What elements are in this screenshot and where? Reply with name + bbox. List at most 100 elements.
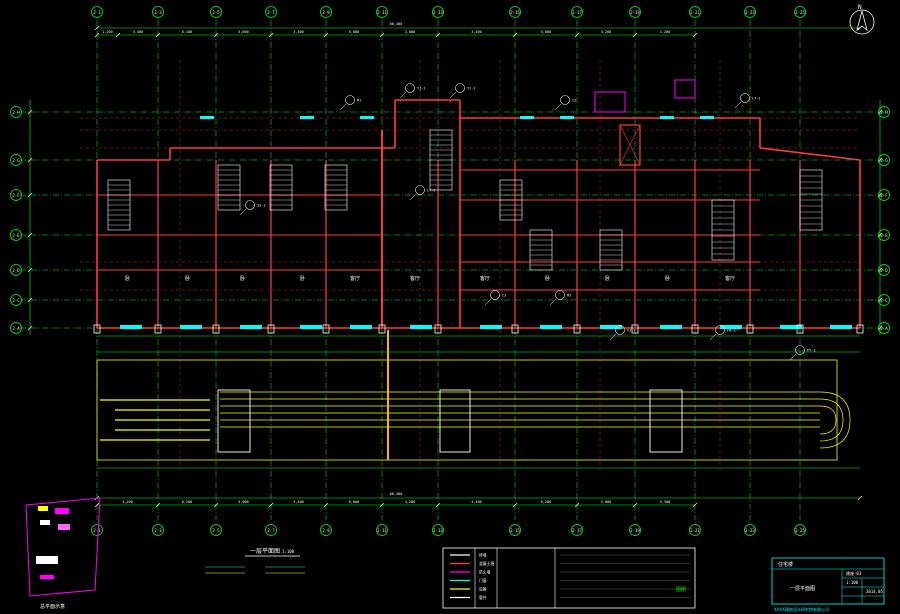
- column: [796, 324, 804, 334]
- axis-bubble-bottom: [376, 524, 388, 536]
- window: [660, 325, 682, 329]
- axis-bubble-bottom: [629, 524, 641, 536]
- dim-tick: [213, 32, 219, 38]
- dim-tick: [512, 502, 518, 508]
- axis-bubble-right: [878, 264, 890, 276]
- dim-tick: [632, 502, 638, 508]
- dim-text: 5,600: [541, 30, 552, 34]
- room-label: 客厅: [410, 275, 420, 282]
- dim-text: 3,600: [238, 30, 249, 34]
- axis-bubble-bottom-label: 2-21: [690, 528, 700, 533]
- room-label: 卧: [605, 275, 610, 282]
- dim-text: 5,800: [601, 500, 612, 504]
- window: [700, 116, 714, 119]
- dim-text: 6,100: [182, 30, 193, 34]
- dim-tick: [323, 502, 329, 508]
- dim-tick: [268, 32, 274, 38]
- axis-bubble-top-label: 2-15: [510, 10, 520, 15]
- callout-bubble: [560, 95, 570, 105]
- paving-curve: [819, 391, 851, 449]
- column: [691, 324, 699, 334]
- dim-tick: [94, 25, 100, 31]
- dim-text: 1,200: [660, 30, 671, 34]
- column: [631, 324, 639, 334]
- callout-bubble: [405, 83, 415, 93]
- callout-leader: [734, 101, 742, 109]
- planter: [217, 389, 251, 453]
- callout-label: M1: [357, 99, 361, 103]
- axis-bubble-left-label: 2-A: [12, 326, 20, 331]
- axis-bubble-top-label: 2-25: [795, 10, 805, 15]
- axis-bubble-top-label: 2-17: [572, 10, 582, 15]
- planter: [439, 389, 471, 453]
- dim-tick: [27, 325, 33, 331]
- axis-bubble-top-label: 2-23: [745, 10, 755, 15]
- legend-row-label: 管井: [479, 595, 487, 600]
- legend-row-label: 防火墙: [479, 570, 491, 575]
- callout-bubble: [615, 325, 625, 335]
- room-label: 卧: [125, 275, 130, 282]
- callout-label: FM-1: [727, 329, 735, 333]
- callout-leader: [609, 333, 617, 341]
- callout-label: JS-1: [257, 204, 265, 208]
- axis-bubble-bottom-label: 2-25: [795, 528, 805, 533]
- axis-bubble-top: [794, 6, 806, 18]
- callout-bubble: [455, 83, 465, 93]
- dim-tick: [155, 502, 161, 508]
- axis-bubble-right: [878, 294, 890, 306]
- axis-bubble-top: [152, 6, 164, 18]
- axis-bubble-bottom: [432, 524, 444, 536]
- callout-bubble: [715, 325, 725, 335]
- column: [573, 324, 581, 334]
- callout-leader: [484, 298, 492, 306]
- window: [300, 325, 322, 329]
- callout-label: C2: [572, 99, 576, 103]
- room-label: 卧: [545, 275, 550, 282]
- dim-tick: [574, 32, 580, 38]
- dim-tick: [692, 32, 698, 38]
- axis-bubble-top-label: 2-19: [630, 10, 640, 15]
- callout-leader: [399, 91, 407, 99]
- dim-text: 6,200: [182, 500, 193, 504]
- column: [746, 324, 754, 334]
- stair-block: [269, 164, 293, 211]
- dim-tick: [27, 297, 33, 303]
- room-label: 客厅: [725, 275, 735, 282]
- callout-bubble: [795, 345, 805, 355]
- callout-label: YJ-2: [467, 87, 475, 91]
- legend-title: 图例: [676, 586, 686, 593]
- callout-label: C3: [502, 294, 506, 298]
- callout-bubble: [740, 93, 750, 103]
- axis-bubble-bottom-label: 2-3: [154, 528, 162, 533]
- column: [267, 324, 275, 334]
- dim-tick: [94, 502, 100, 508]
- callout-bubble: [245, 200, 255, 210]
- dim-total: 66,400: [390, 492, 403, 496]
- legend-row-label: 砖墙: [479, 553, 487, 558]
- dim-total: 66,400: [390, 22, 403, 26]
- axis-bubble-top-label: 2-1: [93, 10, 101, 15]
- window: [830, 325, 852, 329]
- legend-row-label: 门窗: [479, 578, 487, 583]
- callout-leader: [339, 103, 347, 111]
- window: [410, 325, 432, 329]
- axis-bubble-bottom-label: 2-9: [322, 528, 330, 533]
- axis-bubble-bottom-label: 2-23: [745, 528, 755, 533]
- dim-text: 4,200: [405, 500, 416, 504]
- axis-bubble-bottom: [91, 524, 103, 536]
- axis-bubble-right-label: 2-H: [880, 110, 888, 115]
- dim-tick: [94, 32, 100, 38]
- column: [511, 324, 519, 334]
- site-paving: [96, 330, 860, 469]
- axis-bubble-left-label: 2-C: [12, 298, 20, 303]
- axis-bubble-bottom: [320, 524, 332, 536]
- dim-text: 3,000: [405, 30, 416, 34]
- room-label: 客厅: [480, 275, 490, 282]
- window: [360, 116, 374, 119]
- room-label: 客厅: [350, 275, 360, 282]
- column: [154, 324, 162, 334]
- axis-bubble-left: [10, 106, 22, 118]
- callout-label: LT-1: [752, 97, 760, 101]
